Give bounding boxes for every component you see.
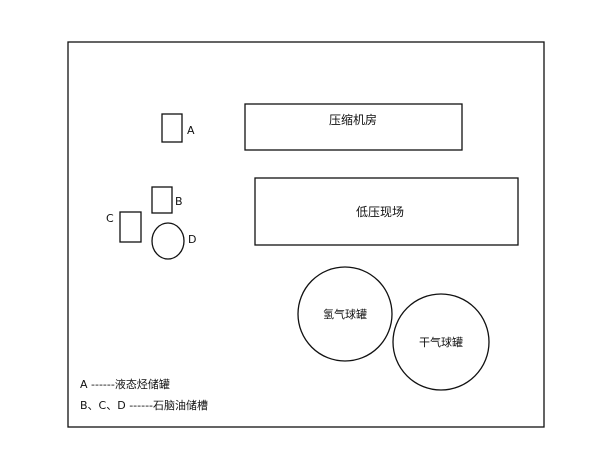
- compressor-room: [244, 103, 463, 151]
- tank-b-label: B: [175, 195, 183, 208]
- low-pressure-site: [254, 177, 519, 246]
- tank-c: [119, 211, 142, 243]
- tank-a: [161, 113, 183, 143]
- tank-d: [151, 222, 185, 260]
- dry-gas-sphere-label: 干气球罐: [419, 335, 463, 349]
- legend-item-bcd: B、C、D ------石脑油储槽: [80, 398, 208, 412]
- tank-b: [151, 186, 173, 214]
- compressor-room-label: 压缩机房: [329, 112, 377, 127]
- tank-d-label: D: [188, 233, 196, 246]
- hydrogen-sphere-label: 氢气球罐: [323, 307, 367, 321]
- tank-a-label: A: [187, 124, 195, 137]
- site-boundary: [67, 41, 545, 428]
- tank-c-label: C: [106, 212, 114, 225]
- legend-item-a: A ------液态烃储罐: [80, 377, 170, 391]
- hydrogen-sphere-tank: [297, 266, 393, 362]
- dry-gas-sphere-tank: [392, 293, 490, 391]
- low-pressure-site-label: 低压现场: [356, 205, 404, 219]
